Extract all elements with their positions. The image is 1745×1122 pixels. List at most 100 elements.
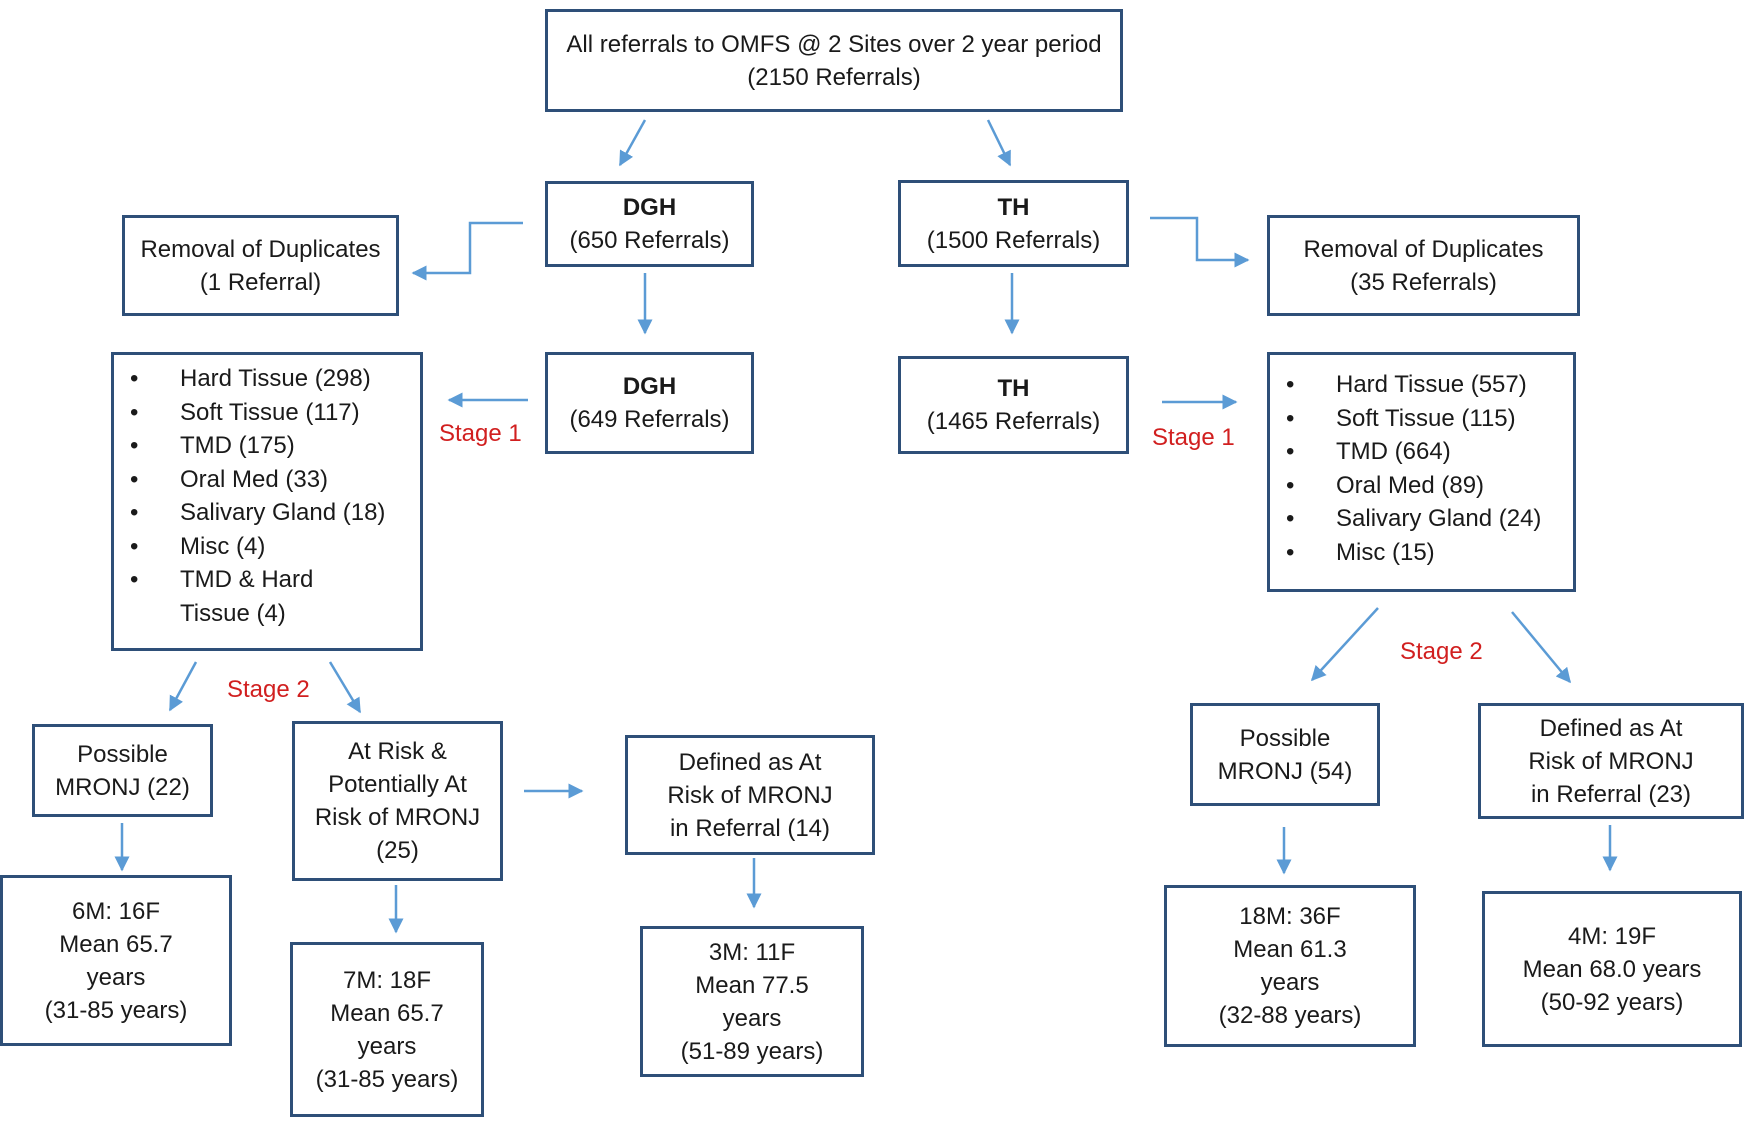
root-count: (2150 Referrals) [747,63,921,91]
th-site-title: TH [997,193,1030,221]
list-item: •Salivary Gland (24) [1270,502,1573,536]
bullet-icon: • [130,365,139,392]
dgh-atrisk-line1: At Risk & [348,738,447,765]
bullet-icon: • [130,398,139,426]
dgh-atrisk-line3: Risk of MRONJ [314,804,481,831]
th-site-box: TH (1500 Referrals) [898,180,1129,267]
dgh-site2-count: (649 Referrals) [569,406,730,433]
bullet-icon: • [1286,404,1295,432]
root-box: All referrals to OMFS @ 2 Sites over 2 y… [545,9,1123,112]
dgh-atrisk-line4: (25) [376,837,419,864]
arrow-root-to-th [986,119,1012,167]
dgh-defined-line2: Risk of MRONJ [667,781,833,809]
dgh-possible-line2: MRONJ (22) [55,773,190,801]
th-duplicates-box: Removal of Duplicates (35 Referrals) [1267,215,1580,316]
th-possible-demo-line3: years [1260,969,1320,996]
th-site2-count: (1465 Referrals) [926,408,1101,435]
dgh-duplicates-title: Removal of Duplicates [140,235,381,263]
th-defined-demo-line1: 4M: 19F [1567,922,1657,950]
dgh-possible-line1: Possible [77,740,168,768]
th-defined-line1: Defined as At [1539,714,1683,742]
list-item: •Salivary Gland (18) [114,496,420,530]
dgh-site-box: DGH (650 Referrals) [545,181,754,267]
dgh-atrisk-demo-line1: 7M: 18F [342,966,432,994]
list-item: •Oral Med (33) [114,463,420,497]
list-item: •Hard Tissue (298) [114,362,420,396]
list-item: •Misc (4) [114,530,420,564]
th-possible-demo-line2: Mean 61.3 [1233,936,1347,963]
dgh-atrisk-demo-box: 7M: 18F Mean 65.7 years (31-85 years) [290,942,484,1117]
dgh-possible-demo-line4: (31-85 years) [44,996,188,1024]
arrow-dgh-to-atrisk [328,661,362,714]
dgh-defined-demo-line3: years [722,1004,782,1032]
th-duplicates-count: (35 Referrals) [1350,268,1497,296]
th-stage2-label: Stage 2 [1400,638,1483,665]
bullet-icon: • [1286,505,1295,532]
th-possible-line1: Possible [1239,724,1331,752]
bullet-icon: • [1286,538,1295,566]
bullet-icon: • [130,499,139,526]
dgh-atrisk-box: At Risk & Potentially At Risk of MRONJ (… [292,721,503,881]
root-title: All referrals to OMFS @ 2 Sites over 2 y… [566,30,1102,58]
dgh-atrisk-line2: Potentially At [328,771,467,798]
th-site2-box: TH (1465 Referrals) [898,356,1129,454]
dgh-site-count: (650 Referrals) [569,227,730,254]
th-possible-line2: MRONJ (54) [1217,757,1353,785]
dgh-stage2-label: Stage 2 [227,676,310,703]
arrow-dgh-to-possible [168,661,198,712]
list-item: •Oral Med (89) [1270,469,1573,503]
bullet-icon: • [130,465,139,493]
bullet-icon: • [130,532,139,560]
dgh-defined-demo-line1: 3M: 11F [708,938,796,966]
th-site2-title: TH [997,375,1030,402]
arrow-root-to-dgh [618,119,647,167]
dgh-atrisk-demo-line2: Mean 65.7 [330,999,444,1027]
bullet-icon: • [130,566,139,593]
th-defined-line3: in Referral (23) [1530,780,1692,808]
arrow-th-to-defined [1511,611,1571,684]
list-item: •Soft Tissue (117) [114,396,420,430]
bullet-icon: • [1286,438,1295,465]
th-possible-box: Possible MRONJ (54) [1190,703,1380,806]
bullet-icon: • [130,432,139,459]
arrow-th-to-possible [1310,607,1379,682]
arrow-dgh-to-duplicates [411,221,523,281]
dgh-defined-line1: Defined as At [678,748,822,776]
dgh-defined-line3: in Referral (14) [669,814,831,842]
dgh-site-title: DGH [622,194,677,221]
dgh-site2-box: DGH (649 Referrals) [545,352,754,454]
th-stage1-label: Stage 1 [1152,424,1235,451]
th-categories-box: •Hard Tissue (557) •Soft Tissue (115) •T… [1267,352,1576,592]
th-defined-demo-line3: (50-92 years) [1540,988,1684,1016]
dgh-possible-box: Possible MRONJ (22) [32,724,213,817]
dgh-duplicates-box: Removal of Duplicates (1 Referral) [122,215,399,316]
dgh-stage1-label: Stage 1 [439,420,522,447]
th-duplicates-title: Removal of Duplicates [1303,235,1544,263]
th-defined-line2: Risk of MRONJ [1528,747,1694,775]
th-defined-demo-line2: Mean 68.0 years [1522,955,1702,983]
dgh-atrisk-demo-line3: years [357,1032,417,1060]
dgh-possible-demo-box: 6M: 16F Mean 65.7 years (31-85 years) [0,875,232,1046]
dgh-possible-demo-line1: 6M: 16F [71,897,161,925]
dgh-duplicates-count: (1 Referral) [199,268,322,296]
list-item: •Soft Tissue (115) [1270,402,1573,436]
th-defined-box: Defined as At Risk of MRONJ in Referral … [1478,703,1744,819]
th-possible-demo-line1: 18M: 36F [1239,903,1341,930]
dgh-atrisk-demo-line4: (31-85 years) [315,1065,459,1093]
th-defined-demo-box: 4M: 19F Mean 68.0 years (50-92 years) [1482,891,1742,1047]
list-item: •TMD (175) [114,429,420,463]
list-item: •Hard Tissue (557) [1270,368,1573,402]
dgh-possible-demo-line3: years [86,963,146,991]
arrow-th-to-duplicates [1150,216,1250,268]
th-site-count: (1500 Referrals) [926,226,1101,254]
list-item: •TMD (664) [1270,435,1573,469]
th-possible-demo-box: 18M: 36F Mean 61.3 years (32-88 years) [1164,885,1416,1047]
bullet-icon: • [1286,371,1295,398]
dgh-defined-box: Defined as At Risk of MRONJ in Referral … [625,735,875,855]
th-possible-demo-line4: (32-88 years) [1218,1002,1362,1029]
dgh-defined-demo-box: 3M: 11F Mean 77.5 years (51-89 years) [640,926,864,1077]
dgh-possible-demo-line2: Mean 65.7 [59,930,173,958]
dgh-defined-demo-line2: Mean 77.5 [695,971,809,999]
list-item: •Misc (15) [1270,536,1573,570]
